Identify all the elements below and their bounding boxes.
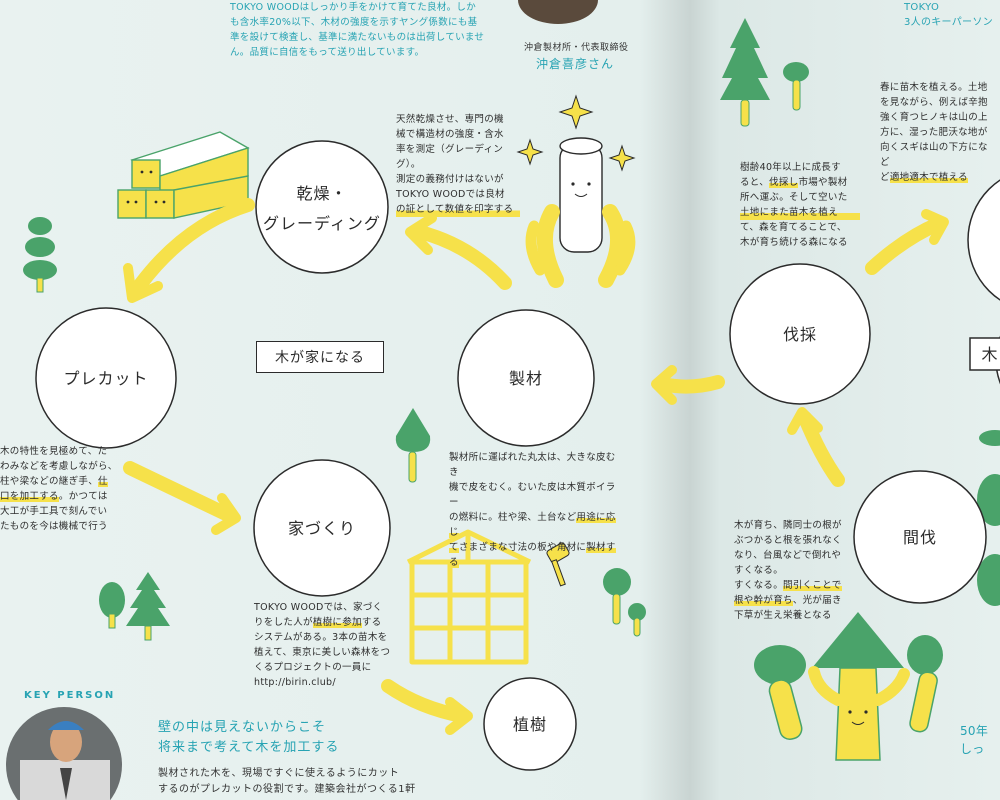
tree-icon xyxy=(977,430,1000,606)
cycle-circle-sawmill: 製材 xyxy=(457,309,595,447)
log-character-icon xyxy=(516,94,636,288)
svg-text:木: 木 xyxy=(981,345,998,364)
character-tree-icon xyxy=(754,612,943,761)
drying-description: 天然乾燥させ、専門の機 械で構造材の強度・含水 率を測定（グレーディング）。 測… xyxy=(396,112,520,217)
cycle-circle-planting: 植樹 xyxy=(483,677,577,771)
cycle-circle-felling: 伐採 xyxy=(729,263,871,405)
top-intro-text: TOKYO WOODはしっかり手をかけて育てた良材。しか も含水率20%以下、木… xyxy=(230,2,485,58)
cycle-arrows xyxy=(123,198,949,735)
top-right-heading: TOKYO 3人のキーパーソン xyxy=(904,2,993,28)
tree-icon xyxy=(720,18,809,127)
key-person-label: KEY PERSON xyxy=(24,690,116,701)
housebuilding-description: TOKYO WOODでは、家づく りをした人が植樹に参加する システムがある。3… xyxy=(254,602,391,688)
cycle-circle-precut: プレカット xyxy=(35,307,177,449)
person-caption: 沖倉製材所・代表取締役 xyxy=(524,43,629,53)
sawmill-description: 製材所に運ばれた丸太は、大きな皮むき 機で皮をむく。むいた皮は木質ボイラー の燃… xyxy=(449,452,616,568)
planting-detail-description: 春に苗木を植える。土地 を見ながら、例えば辛抱 強く育つヒノキは山の上 方に、湿… xyxy=(880,82,988,183)
svg-text:グレーディング: グレーディング xyxy=(263,214,381,233)
svg-text:家づくり: 家づくり xyxy=(288,519,356,538)
person-name: 沖倉喜彦さん xyxy=(536,57,615,71)
svg-text:製材: 製材 xyxy=(509,369,543,388)
svg-text:プレカット: プレカット xyxy=(63,369,148,388)
precut-description: 木の特性を見極めて、た わみなどを考慮しながら、 柱や梁などの継ぎ手、仕 口を加… xyxy=(0,446,118,532)
title-box: 木が家になる xyxy=(256,341,384,373)
person-photo-top xyxy=(518,0,598,24)
svg-text:植樹: 植樹 xyxy=(513,715,547,734)
felling-description: 樹齢40年以上に成長す ると、伐採し市場や製材 所へ運ぶ。そして空いた 土地にま… xyxy=(740,160,860,250)
key-person-body: 製材された木を、現場ですぐに使えるようにカット するのがプレカットの役割です。建… xyxy=(158,768,416,795)
cycle-circle-thinning: 間伐 xyxy=(853,470,987,604)
tree-icon xyxy=(395,408,431,483)
house-frame-icon xyxy=(406,529,532,665)
svg-text:乾燥・: 乾燥・ xyxy=(296,184,347,203)
mallet-icon xyxy=(546,542,570,587)
svg-text:伐採: 伐採 xyxy=(783,325,817,344)
cycle-circle-housebuilding: 家づくり xyxy=(253,459,391,597)
cycle-circle-drying: 乾燥・ グレーディング xyxy=(255,140,389,274)
tree-icon xyxy=(603,568,646,637)
keyperson-photo xyxy=(6,707,122,800)
tree-icon xyxy=(99,572,170,641)
svg-text:間伐: 間伐 xyxy=(903,528,937,547)
key-person-headline: 壁の中は見えないからこそ 将来まで考えて木を加工する xyxy=(158,720,340,755)
cycle-circle-right-edge: 木 xyxy=(967,179,1000,385)
tree-icon xyxy=(23,217,57,293)
bottom-right-heading: 50年 しっ xyxy=(960,724,989,756)
thinning-description: 木が育ち、隣同士の根が ぶつかると根を張れなく なり、台風などで倒れや すくなる… xyxy=(734,520,842,621)
